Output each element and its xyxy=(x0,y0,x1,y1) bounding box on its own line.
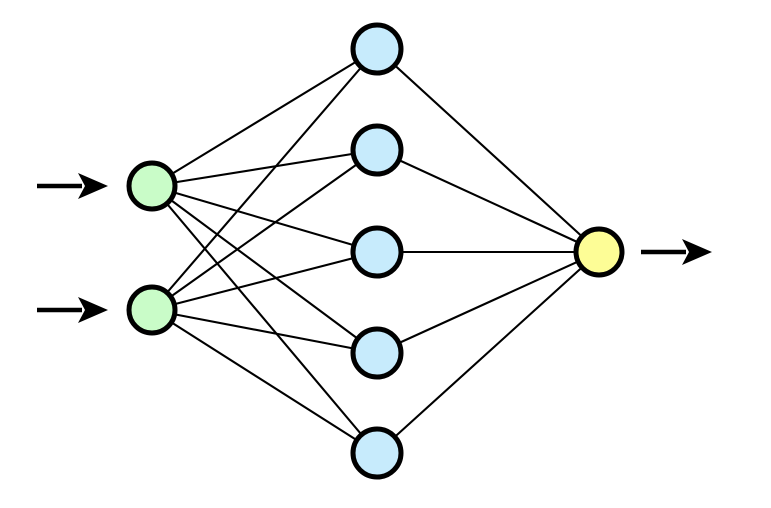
edge-in-2-to-hid-4 xyxy=(150,308,379,355)
edge-hid-5-to-out-1 xyxy=(375,250,601,455)
node-input-1[interactable] xyxy=(126,160,178,212)
edges-group xyxy=(150,47,601,455)
edge-in-1-to-hid-1 xyxy=(150,47,379,188)
edge-in-1-to-hid-4 xyxy=(150,184,379,355)
edge-in-2-to-hid-2 xyxy=(150,148,379,312)
edge-in-2-to-hid-5 xyxy=(150,308,379,455)
node-hidden-5[interactable] xyxy=(350,426,404,480)
edge-in-1-to-hid-5 xyxy=(150,184,379,455)
edge-in-2-to-hid-3 xyxy=(150,250,379,312)
node-hidden-1[interactable] xyxy=(350,22,404,76)
edge-hid-2-to-out-1 xyxy=(375,148,601,254)
node-input-2[interactable] xyxy=(126,284,178,336)
edge-hid-4-to-out-1 xyxy=(375,250,601,355)
node-hidden-4[interactable] xyxy=(350,326,404,380)
node-output-1[interactable] xyxy=(573,226,625,278)
edge-in-1-to-hid-2 xyxy=(150,148,379,188)
edge-hid-1-to-out-1 xyxy=(375,47,601,254)
edge-in-2-to-hid-1 xyxy=(150,47,379,312)
node-hidden-3[interactable] xyxy=(350,225,404,279)
nodes-group xyxy=(126,22,625,480)
input-arrow-2-head xyxy=(78,297,108,323)
input-arrow-1-head xyxy=(78,173,108,199)
edge-in-1-to-hid-3 xyxy=(150,184,379,254)
io-arrows-group xyxy=(37,173,712,323)
output-arrow-1-head xyxy=(682,239,712,265)
node-hidden-2[interactable] xyxy=(350,123,404,177)
